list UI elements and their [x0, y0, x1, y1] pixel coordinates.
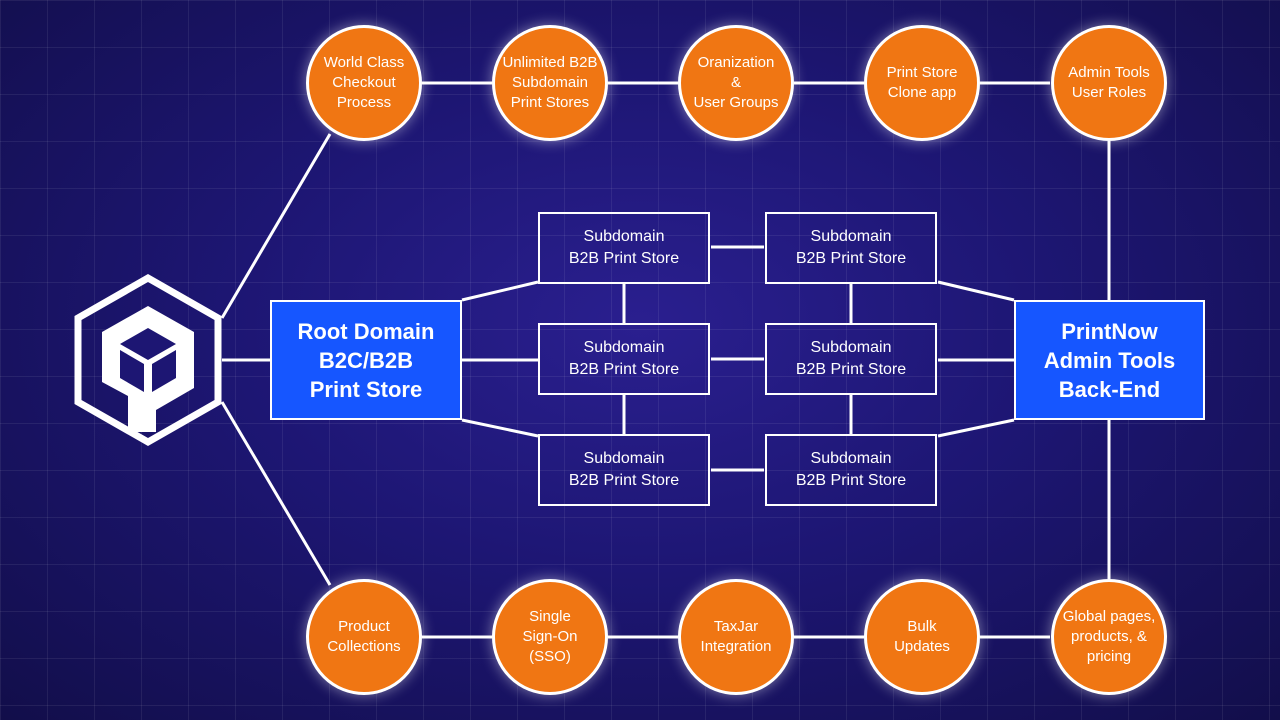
root-domain-store-box: Root Domain B2C/B2B Print Store — [270, 300, 462, 420]
subdomain-store-box: Subdomain B2B Print Store — [765, 212, 937, 284]
root-domain-store-label: Root Domain B2C/B2B Print Store — [297, 318, 435, 402]
feature-label: Single Sign-On (SSO) — [522, 608, 578, 665]
feature-label: Product Collections — [327, 618, 401, 655]
feature-label: Bulk Updates — [894, 618, 950, 655]
feature-label: TaxJar Integration — [700, 618, 772, 655]
subdomain-store-label: Subdomain B2B Print Store — [568, 450, 680, 489]
feature-clone-app-circle: Print Store Clone app — [864, 25, 980, 141]
feature-taxjar-circle: TaxJar Integration — [678, 579, 794, 695]
feature-label: Admin Tools User Roles — [1068, 64, 1150, 101]
subdomain-store-label: Subdomain B2B Print Store — [568, 228, 680, 267]
feature-label: Oranization & User Groups — [693, 54, 779, 111]
subdomain-store-label: Subdomain B2B Print Store — [795, 450, 907, 489]
feature-user-groups-circle: Oranization & User Groups — [678, 25, 794, 141]
subdomain-store-box: Subdomain B2B Print Store — [538, 212, 710, 284]
feature-bulk-updates-circle: Bulk Updates — [864, 579, 980, 695]
subdomain-store-label: Subdomain B2B Print Store — [568, 339, 680, 378]
printnow-hexagon-logo-icon — [70, 272, 226, 453]
feature-label: Print Store Clone app — [886, 64, 958, 101]
feature-sso-circle: Single Sign-On (SSO) — [492, 579, 608, 695]
subdomain-store-box: Subdomain B2B Print Store — [538, 323, 710, 395]
subdomain-store-label: Subdomain B2B Print Store — [795, 228, 907, 267]
printnow-admin-backend-label: PrintNow Admin Tools Back-End — [1043, 318, 1176, 402]
feature-product-collections-circle: Product Collections — [306, 579, 422, 695]
feature-subdomain-stores-circle: Unlimited B2B Subdomain Print Stores — [492, 25, 608, 141]
subdomain-store-box: Subdomain B2B Print Store — [765, 323, 937, 395]
subdomain-store-label: Subdomain B2B Print Store — [795, 339, 907, 378]
feature-global-pages-circle: Global pages, products, & pricing — [1051, 579, 1167, 695]
feature-label: Global pages, products, & pricing — [1062, 608, 1156, 665]
printnow-admin-backend-box: PrintNow Admin Tools Back-End — [1014, 300, 1205, 420]
feature-checkout-circle: World Class Checkout Process — [306, 25, 422, 141]
subdomain-store-box: Subdomain B2B Print Store — [765, 434, 937, 506]
feature-label: World Class Checkout Process — [323, 54, 405, 111]
feature-label: Unlimited B2B Subdomain Print Stores — [502, 54, 598, 111]
feature-user-roles-circle: Admin Tools User Roles — [1051, 25, 1167, 141]
subdomain-store-box: Subdomain B2B Print Store — [538, 434, 710, 506]
